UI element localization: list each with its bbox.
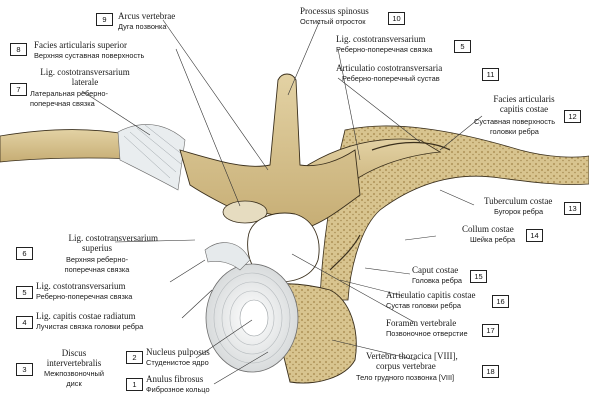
lig-costotransversarium-right-label: Lig. costotransversarium	[336, 34, 426, 44]
lig-costotransversarium-laterale-label: Lig. costotransversarium	[40, 67, 130, 77]
lig-costotransversarium-left-label: Lig. costotransversarium	[36, 281, 126, 291]
label-number-17: 17	[482, 324, 499, 337]
lig-costotransversarium-superius-ru-label-2: поперечная связка	[64, 265, 130, 274]
facies-articularis-capitis-costae-label-2: capitis costae	[499, 104, 549, 114]
anulus-fibrosus-ru-label: Фиброзное кольцо	[146, 385, 210, 394]
tuberculum-costae-label: Tuberculum costae	[484, 196, 553, 206]
lig-costotransversarium-laterale-ru-label: Латеральная реберно-	[30, 89, 109, 98]
label-number-5-left: 5	[16, 286, 33, 299]
label-number-11: 11	[482, 68, 499, 81]
discus-intervertebralis-label: Discus	[61, 348, 87, 358]
label-number-6: 6	[16, 247, 33, 260]
nucleus-pulposus-ru-label: Студенистое ядро	[146, 358, 209, 367]
collum-costae-ru-label: Шейка ребра	[470, 235, 516, 244]
nucleus-pulposus-label: Nucleus pulposus	[146, 347, 210, 357]
lig-capitis-costae-radiatum-label: Lig. capitis costae radiatum	[36, 311, 136, 321]
label-number-10: 10	[388, 12, 405, 25]
nucleus-pulposus	[239, 299, 269, 337]
lig-costotransversarium-laterale-label-2: laterale	[71, 77, 99, 87]
label-number-14: 14	[526, 229, 543, 242]
corpus-vertebrae-label: corpus vertebrae	[376, 361, 436, 371]
lig-capitis-costae-radiatum-ru-label: Лучистая связка головки ребра	[36, 322, 144, 331]
vertebra-thoracica-label: Vertebra thoracica [VIII],	[366, 351, 458, 361]
rib-head-joint	[329, 234, 361, 271]
label-number-12: 12	[564, 110, 581, 123]
label-number-18: 18	[482, 365, 499, 378]
articulatio-costotransversaria-ru-label: Реберно-поперечный сустав	[342, 74, 440, 83]
lig-costotransversarium-superius-label: Lig. costotransversarium	[68, 233, 158, 243]
caput-costae-ru-label: Головка ребра	[412, 276, 463, 285]
lig-costotransversarium-laterale-ru-label-2: поперечная связка	[30, 99, 95, 108]
left-costotransverse-ligament	[117, 124, 186, 191]
discus-intervertebralis-ru-label-2: диск	[66, 379, 82, 388]
label-number-16: 16	[492, 295, 509, 308]
articulatio-costotransversaria-label: Articulatio costotransversaria	[336, 63, 443, 73]
label-number-4: 4	[16, 316, 33, 329]
articulatio-capitis-costae-label: Articulatio capitis costae	[386, 290, 476, 300]
facies-articularis-capitis-costae-ru-label-2: головки ребра	[490, 127, 539, 136]
label-number-3: 3	[16, 363, 33, 376]
foramen-vertebrale-ru-label: Позвоночное отверстие	[386, 329, 468, 338]
label-number-9: 9	[96, 13, 113, 26]
facies-articularis-superior-ru-label: Верхняя суставная поверхность	[34, 51, 145, 60]
label-number-7: 7	[10, 83, 27, 96]
discus-intervertebralis-label-2: intervertebralis	[46, 358, 102, 368]
label-number-5-right: 5	[454, 40, 471, 53]
collum-costae-label: Collum costae	[462, 224, 514, 234]
superior-articular-facet	[222, 200, 268, 224]
caput-costae-label: Caput costae	[412, 265, 459, 275]
facies-articularis-capitis-costae-ru-label: Суставная поверхность	[474, 117, 556, 126]
arcus-vertebrae-ru-label: Дуга позвонка	[118, 22, 167, 31]
lig-costotransversarium-left-ru-label: Реберно-поперечная связка	[36, 292, 133, 301]
lig-costotransversarium-right-ru-label: Реберно-поперечная связка	[336, 45, 433, 54]
leader-lines	[81, 19, 483, 385]
discus-intervertebralis-ru-label: Межпозвоночный	[44, 369, 104, 378]
processus-spinosus-ru-label: Остистый отросток	[300, 17, 366, 26]
processus-spinosus-label: Processus spinosus	[300, 6, 369, 16]
arcus-vertebrae-label: Arcus vertebrae	[118, 11, 176, 21]
anulus-fibrosus-label: Anulus fibrosus	[146, 374, 204, 384]
label-number-13: 13	[564, 202, 581, 215]
radiate-ligament	[204, 242, 251, 271]
label-number-1: 1	[126, 378, 143, 391]
articulatio-capitis-costae-ru-label: Сустав головки ребра	[386, 301, 461, 310]
vertebra-thoracica-ru-label: Тело грудного позвонка [VIII]	[356, 373, 455, 382]
lig-costotransversarium-superius-label-2: superius	[82, 243, 112, 253]
label-number-15: 15	[470, 270, 487, 283]
tuberculum-costae-ru-label: Бугорок ребра	[494, 207, 544, 216]
foramen-vertebrale-label: Foramen vertebrale	[386, 318, 457, 328]
lig-costotransversarium-superius-ru-label: Верхняя реберно-	[65, 255, 129, 264]
label-number-8: 8	[10, 43, 27, 56]
facies-articularis-capitis-costae-label: Facies articularis	[493, 94, 555, 104]
label-number-2: 2	[126, 351, 143, 364]
facies-articularis-superior-label: Facies articularis superior	[34, 40, 127, 50]
